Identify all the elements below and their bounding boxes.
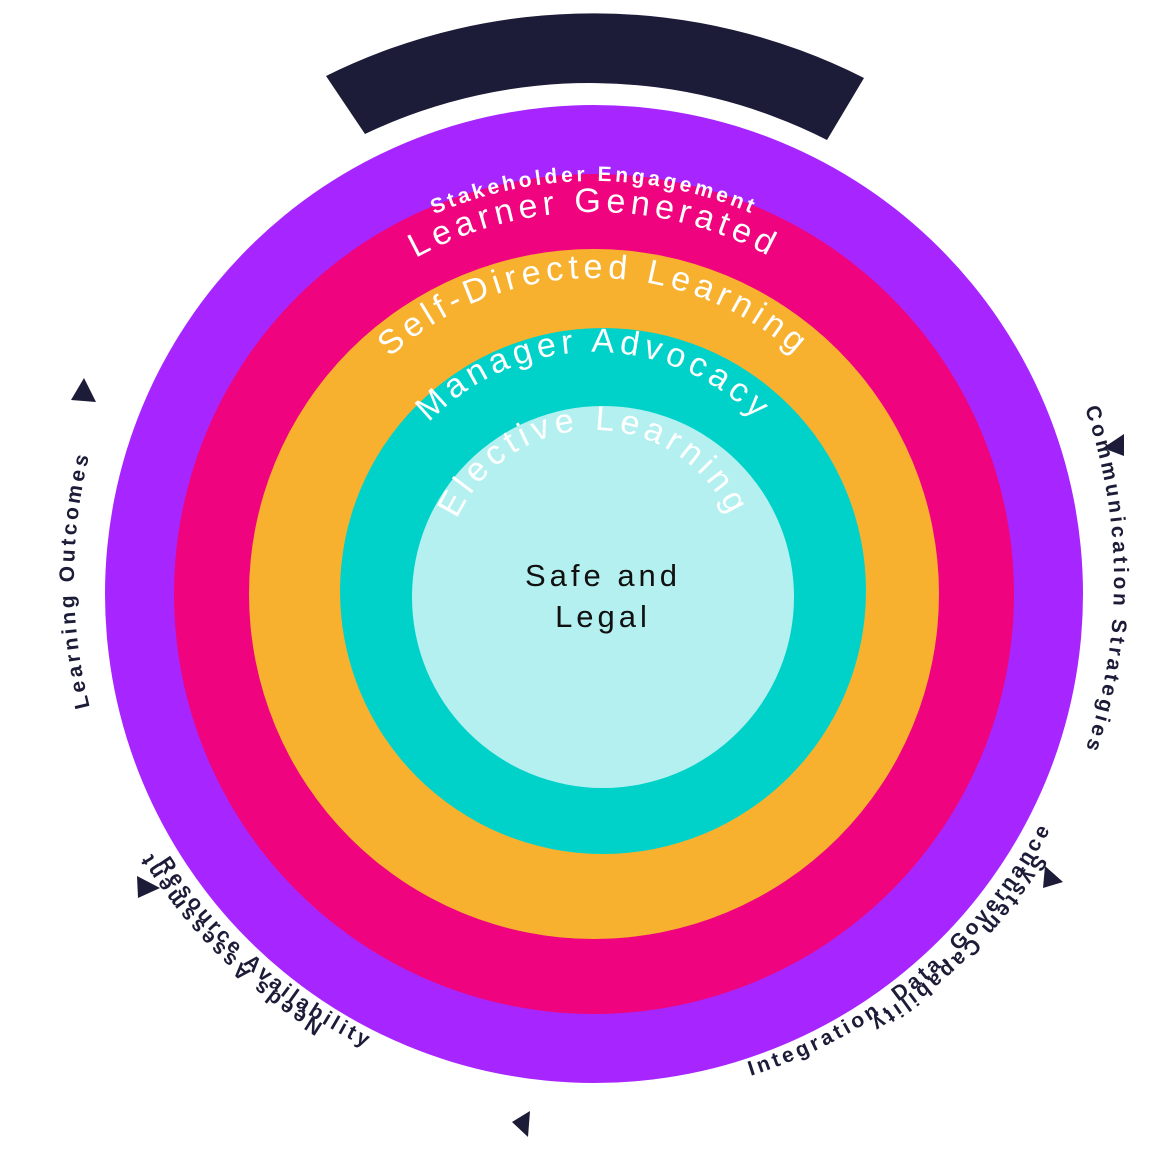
arrow-triangle-icon xyxy=(1103,434,1124,456)
stakeholder-banner xyxy=(326,13,864,141)
center-label-line1: Safe and xyxy=(525,558,681,593)
arrow-triangle-icon xyxy=(512,1111,530,1137)
cycle-arrows xyxy=(71,378,1124,1137)
center-label-line2: Legal xyxy=(555,599,651,634)
arrow-triangle-icon xyxy=(137,876,160,898)
arrow-triangle-icon xyxy=(1043,866,1063,888)
center-circle xyxy=(412,406,794,788)
arrow-triangle-icon xyxy=(71,378,96,402)
outer-label-learning-outcomes: Learning Outcomes xyxy=(56,449,95,712)
outer-label-communication-strategies: Communication Strategies xyxy=(1080,403,1132,758)
